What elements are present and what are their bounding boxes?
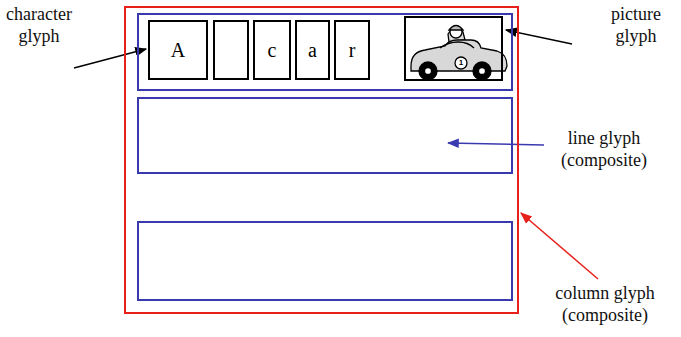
callout-label: line glyph (composite) — [548, 128, 660, 171]
car-number: 1 — [455, 58, 467, 68]
line-glyph-box: Ac a r — [137, 13, 513, 91]
callout-label: picture glyph — [596, 4, 676, 47]
glyph-character: c — [268, 39, 277, 61]
leader-line — [506, 30, 572, 44]
line-glyph-box — [137, 97, 513, 174]
picture-glyph-box — [404, 16, 503, 81]
callout-label: column glyph (composite) — [543, 283, 667, 326]
car-illustration — [411, 26, 507, 81]
line-glyph-box — [137, 221, 513, 301]
character-glyph-box: A — [148, 20, 208, 80]
glyph-character: A — [171, 39, 185, 61]
character-glyph-box: a — [295, 20, 330, 80]
leader-line — [521, 213, 598, 279]
leader-line — [448, 143, 544, 145]
character-glyph-box — [213, 20, 249, 80]
leader-line — [74, 49, 146, 68]
glyph-character: a — [308, 39, 317, 61]
glyph-character: r — [349, 39, 356, 61]
callout-label: character glyph — [0, 4, 78, 47]
character-glyph-box: c — [253, 20, 291, 80]
character-glyph-box: r — [334, 20, 370, 80]
column-glyph-box: Ac a r — [124, 6, 519, 314]
